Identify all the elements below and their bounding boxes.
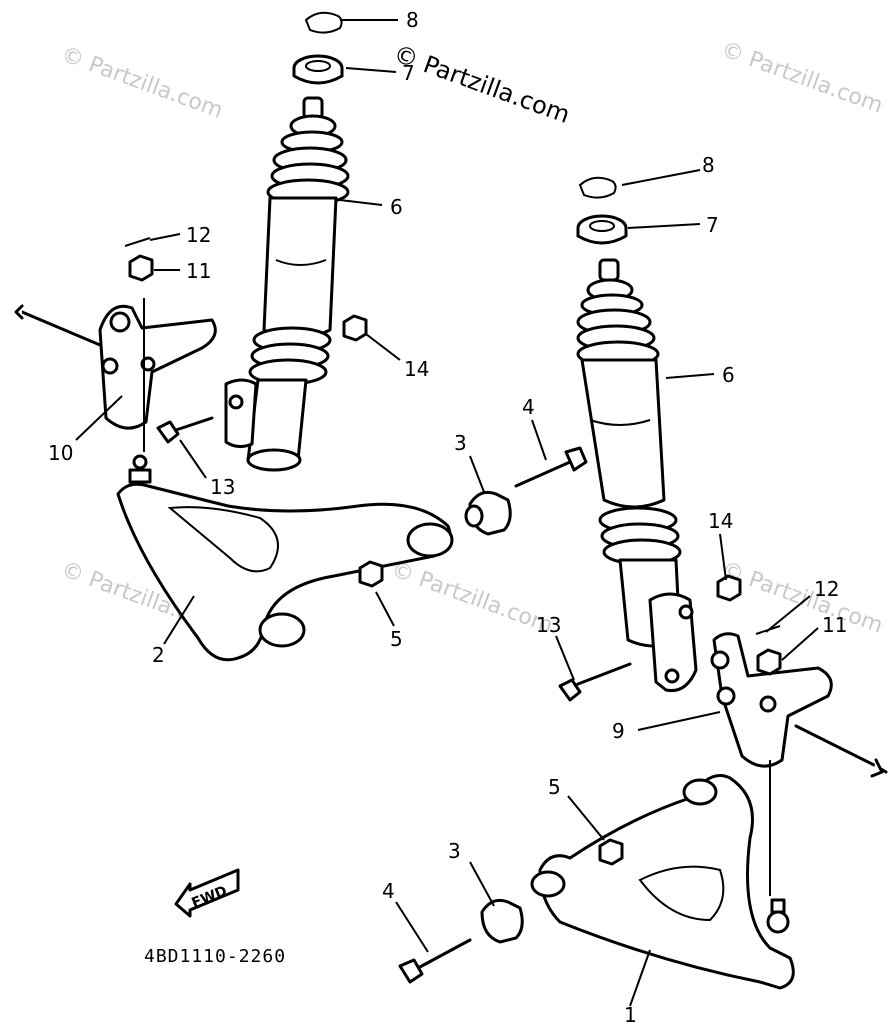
callout-14-right: 14 [708, 509, 733, 533]
nut-5-lower [598, 838, 624, 866]
left-knuckle [14, 304, 217, 430]
callout-7-right: 7 [706, 213, 719, 237]
callout-8-left: 8 [406, 8, 419, 32]
callout-11-left: 11 [186, 259, 211, 283]
fwd-arrow-icon: FWD [174, 868, 240, 918]
right-knuckle [710, 632, 888, 778]
callouts: 8 7 6 12 11 14 10 13 2 3 4 5 8 7 6 14 12… [48, 8, 847, 1027]
callout-8-right: 8 [702, 153, 715, 177]
callout-6-right: 6 [722, 363, 735, 387]
callout-3-lower: 3 [448, 839, 461, 863]
watermark-mid-right: © Partzilla.com [718, 557, 886, 639]
right-nut-and-pin [755, 625, 782, 676]
watermark-main: © Partzilla.com [390, 39, 574, 129]
callout-4-upper: 4 [522, 395, 535, 419]
callout-4-lower: 4 [382, 879, 395, 903]
upper-bushing-bolt [464, 446, 588, 536]
right-shock-absorber [576, 176, 698, 693]
callout-10: 10 [48, 441, 73, 465]
callout-2: 2 [152, 643, 165, 667]
callout-5-upper: 5 [390, 627, 403, 651]
nut-14-right [716, 574, 742, 602]
callout-12-right: 12 [814, 577, 839, 601]
callout-12-left: 12 [186, 223, 211, 247]
callout-13-left: 13 [210, 475, 235, 499]
callout-1: 1 [624, 1003, 637, 1027]
bolt-13-left [156, 416, 214, 444]
nut-14-left [342, 314, 368, 342]
callout-3-upper: 3 [454, 431, 467, 455]
callout-6-left: 6 [390, 195, 403, 219]
watermark-mid-center: © Partzilla.com [388, 557, 556, 639]
right-lower-arm [530, 774, 795, 990]
watermark-top-left: © Partzilla.com [58, 42, 226, 124]
callout-11-right: 11 [822, 613, 847, 637]
diagram-code: 4BD1110-2260 [144, 946, 286, 967]
left-shock-absorber [224, 11, 350, 472]
lower-bushing-bolt [398, 898, 524, 984]
bolt-13-right [558, 662, 632, 702]
left-nut-and-pin [124, 237, 154, 282]
callout-14-left: 14 [404, 357, 429, 381]
callout-9: 9 [612, 719, 625, 743]
watermark-top-right: © Partzilla.com [718, 37, 886, 119]
callout-13-right: 13 [536, 613, 561, 637]
leader-lines [75, 19, 819, 1007]
nut-5-upper [358, 560, 384, 588]
callout-7-left: 7 [402, 61, 415, 85]
left-upper-arm [116, 454, 454, 662]
callout-5-lower: 5 [548, 775, 561, 799]
